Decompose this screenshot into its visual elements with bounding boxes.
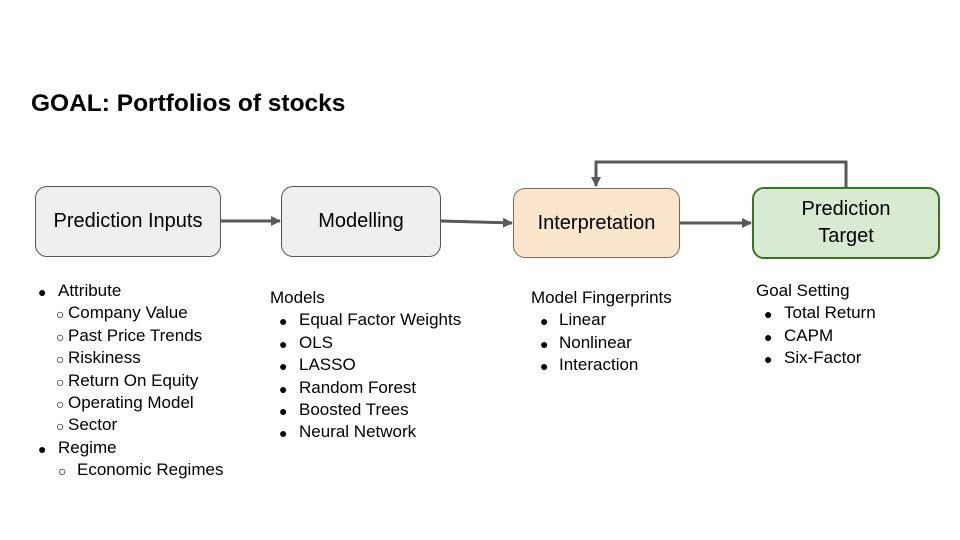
list-item: ●Nonlinear [531, 332, 672, 354]
bullet-disc-icon: ● [764, 328, 773, 345]
bullet-disc-icon: ● [38, 284, 47, 300]
bullet-disc-icon: ● [279, 313, 288, 330]
bullet-circle-icon: ○ [56, 418, 65, 435]
bullet-disc-icon: ● [279, 335, 288, 352]
list-item: ●LASSO [270, 354, 356, 376]
feedback-arrow-target-to-interpretation [591, 160, 848, 187]
prediction-target-label-line2: Target [818, 225, 874, 247]
bullet-circle-icon: ○ [56, 328, 65, 345]
interpretation-box: Interpretation [513, 188, 680, 258]
bullet-disc-icon: ● [764, 306, 773, 323]
bullet-circle-icon: ○ [56, 306, 65, 323]
page-title: GOAL: Portfolios of stocks [31, 90, 346, 117]
bullet-disc-icon: ● [764, 351, 773, 368]
list-item: ●Linear [531, 309, 672, 331]
model-fingerprints-list: Model Fingerprints ●Linear ●Nonlinear ●I… [531, 287, 672, 377]
list-item: ●CAPM [756, 325, 850, 347]
bullet-disc-icon: ● [540, 358, 549, 375]
prediction-inputs-box: Prediction Inputs [35, 186, 221, 257]
models-list: Models ●Equal Factor Weights ●OLS ●LASSO… [270, 287, 461, 444]
interpretation-label: Interpretation [537, 211, 656, 234]
list-item: ●Total Return [756, 302, 876, 324]
bullet-disc-icon: ● [279, 380, 288, 397]
prediction-target-box: Prediction Target [752, 187, 940, 259]
goal-setting-list: Goal Setting ●Total Return ●CAPM ●Six-Fa… [756, 280, 876, 370]
list-item: ●Neural Network [270, 421, 416, 443]
list-item: ●Equal Factor Weights [270, 309, 461, 331]
bullet-disc-icon: ● [38, 440, 47, 457]
bullet-circle-icon: ○ [58, 463, 67, 480]
bullet-circle-icon: ○ [56, 373, 65, 390]
list-item: ●Interaction [531, 354, 672, 376]
bullet-disc-icon: ● [279, 402, 288, 419]
model-fingerprints-heading: Model Fingerprints [531, 288, 672, 307]
bullet-circle-icon: ○ [56, 395, 65, 412]
list-item: ●Six-Factor [756, 347, 861, 369]
list-item: ●Random Forest [270, 377, 416, 399]
bullet-disc-icon: ● [279, 425, 288, 442]
modelling-box: Modelling [281, 186, 441, 257]
bullet-disc-icon: ● [540, 313, 549, 330]
prediction-target-label-line1: Prediction [801, 198, 891, 220]
bullet-disc-icon: ● [540, 335, 549, 352]
goal-setting-heading: Goal Setting [756, 281, 850, 300]
models-heading: Models [270, 288, 325, 307]
bullet-circle-icon: ○ [56, 351, 65, 368]
prediction-inputs-label: Prediction Inputs [53, 210, 203, 232]
list-item: ●OLS [270, 332, 333, 354]
arrow-modelling-to-interpretation [440, 217, 513, 228]
modelling-label: Modelling [318, 210, 404, 232]
list-item: ●Boosted Trees [270, 399, 409, 421]
bullet-disc-icon: ● [279, 358, 288, 375]
